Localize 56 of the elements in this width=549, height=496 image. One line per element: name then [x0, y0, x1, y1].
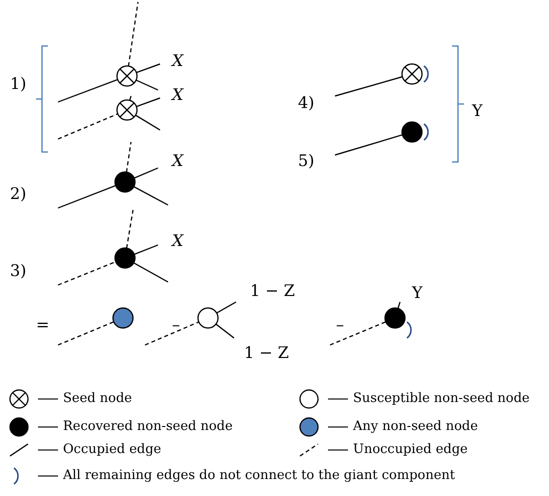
- solid-edge: [133, 262, 168, 283]
- legend-text: Recovered non-seed node: [63, 418, 233, 436]
- solid-edge: [136, 80, 158, 91]
- node-circle: [114, 171, 136, 193]
- solid-edge: [134, 167, 158, 179]
- node-circle: [114, 247, 136, 269]
- solid-edge: [334, 134, 403, 156]
- legend-text: All remaining edges do not connect to the giant component: [63, 467, 455, 485]
- legend-text: Any non-seed node: [353, 418, 478, 436]
- item-label: 2): [10, 185, 26, 203]
- operator-label: –: [172, 316, 180, 334]
- item-label: 5): [298, 152, 314, 170]
- item-label: 3): [10, 262, 26, 280]
- variable-label: 1 − Z: [244, 344, 289, 362]
- legend-text: Occupied edge: [63, 441, 162, 459]
- variable-label: X: [172, 86, 184, 104]
- dashed-edge: [330, 321, 386, 346]
- dashed-edge: [126, 210, 134, 248]
- solid-edge: [216, 324, 234, 338]
- solid-edge: [58, 78, 118, 103]
- node-circle: [401, 121, 423, 143]
- solid-edge: [397, 302, 401, 309]
- operator-label: –: [336, 316, 344, 334]
- item-label: 1): [10, 75, 26, 93]
- dashed-edge: [58, 261, 116, 286]
- operator-label: =: [36, 316, 50, 334]
- node-circle: [116, 65, 138, 87]
- node-circle: [116, 99, 138, 121]
- variable-label: Y: [472, 102, 483, 120]
- variable-label: X: [172, 152, 184, 170]
- solid-edge: [134, 244, 158, 255]
- solid-edge: [136, 97, 160, 108]
- solid-edge: [58, 185, 116, 209]
- node-circle: [197, 307, 219, 329]
- legend-text: Unoccupied edge: [353, 441, 468, 459]
- variable-label: X: [172, 232, 184, 250]
- node-circle: [401, 63, 423, 85]
- dashed-edge: [58, 113, 118, 140]
- solid-edge: [135, 114, 160, 131]
- solid-edge: [334, 76, 403, 97]
- variable-label: X: [172, 52, 184, 70]
- node-circle: [112, 307, 134, 329]
- legend-text: Susceptible non-seed node: [353, 390, 530, 408]
- node-circle: [384, 307, 406, 329]
- dashed-edge: [128, 2, 139, 66]
- variable-label: 1 − Z: [250, 282, 295, 300]
- solid-edge: [129, 96, 132, 101]
- variable-label: Y: [412, 284, 423, 302]
- dashed-edge: [144, 321, 200, 346]
- dashed-edge: [126, 142, 132, 172]
- dashed-edge: [58, 321, 114, 346]
- solid-edge: [136, 63, 160, 74]
- solid-edge: [134, 186, 168, 206]
- item-label: 4): [298, 94, 314, 112]
- solid-edge: [216, 301, 236, 314]
- legend-text: Seed node: [63, 390, 132, 408]
